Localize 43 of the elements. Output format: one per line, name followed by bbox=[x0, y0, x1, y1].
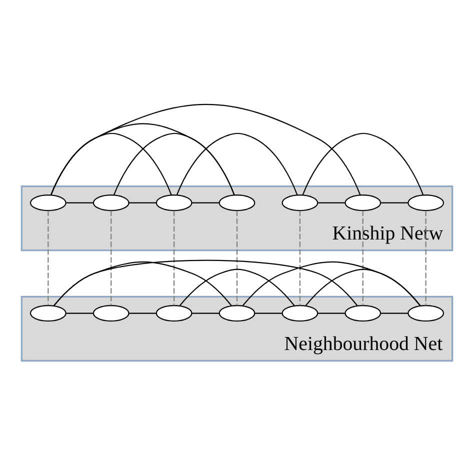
connector bbox=[50, 104, 361, 196]
node-ellipse bbox=[218, 304, 256, 322]
node-ellipse bbox=[282, 304, 318, 322]
node-ellipse bbox=[92, 304, 130, 322]
connector bbox=[362, 210, 364, 306]
connector bbox=[48, 210, 49, 306]
cluster: Kinship Netw bbox=[20, 185, 454, 252]
connector bbox=[128, 202, 156, 204]
node-ellipse bbox=[156, 194, 192, 212]
node-ellipse bbox=[282, 194, 318, 212]
connector bbox=[380, 202, 408, 204]
connector bbox=[299, 210, 300, 306]
connector bbox=[318, 202, 346, 204]
connector bbox=[54, 260, 358, 306]
node-ellipse bbox=[30, 194, 66, 212]
connector bbox=[318, 312, 346, 314]
connector bbox=[380, 312, 408, 314]
connector bbox=[179, 268, 295, 306]
node-ellipse bbox=[30, 304, 66, 322]
node-ellipse bbox=[92, 194, 130, 212]
connector bbox=[50, 132, 172, 196]
node-ellipse bbox=[344, 304, 382, 322]
connector bbox=[66, 202, 94, 204]
node-ellipse bbox=[408, 304, 444, 322]
connector bbox=[176, 132, 298, 196]
connector bbox=[110, 210, 112, 306]
cluster: Neighbourhood Net bbox=[20, 296, 454, 362]
connector bbox=[254, 312, 282, 314]
connector bbox=[236, 210, 238, 306]
connector bbox=[242, 261, 421, 306]
node-ellipse bbox=[408, 194, 444, 212]
connector bbox=[192, 312, 220, 314]
connector bbox=[174, 210, 175, 306]
connector bbox=[54, 261, 232, 306]
node-ellipse bbox=[218, 194, 256, 212]
connector bbox=[302, 132, 424, 196]
connector bbox=[50, 123, 235, 196]
connector bbox=[192, 202, 220, 204]
connector bbox=[128, 312, 156, 314]
node-ellipse bbox=[344, 194, 382, 212]
connector bbox=[66, 312, 94, 314]
node-ellipse bbox=[156, 304, 192, 322]
connector bbox=[425, 210, 426, 306]
